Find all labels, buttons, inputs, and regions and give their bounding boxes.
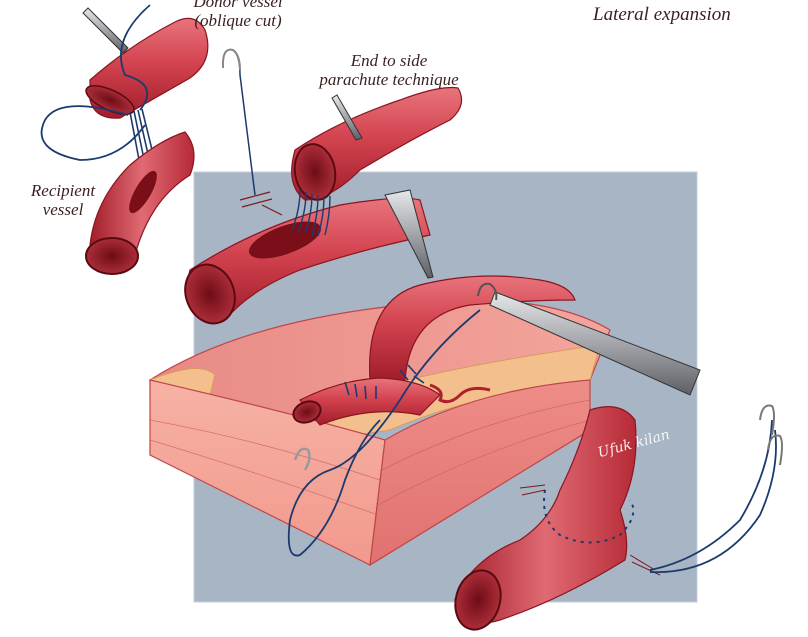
figure-title: Lateral expansion <box>593 4 731 25</box>
suture-thread-far-right <box>649 419 777 573</box>
recipient-vessel-label-line1: Recipient <box>30 181 96 200</box>
parachute-sutures-center <box>291 189 331 237</box>
donor-vessel-label: Donor vessel (oblique cut) <box>178 0 298 30</box>
suture-thread-tissue <box>287 309 481 557</box>
suture-thread-top-left <box>40 4 151 161</box>
completed-vessel-lumen <box>454 569 502 631</box>
needle-holder-right-icon <box>489 291 701 396</box>
anastomosed-arch-vessel <box>292 275 576 426</box>
donor-vessel-label-line1: Donor vessel <box>193 0 283 11</box>
donor-vessel-label-line2: (oblique cut) <box>194 11 282 30</box>
donor-vessel-top-left <box>85 17 209 119</box>
donor-center-lumen <box>293 143 337 201</box>
needle-far-right-2-icon <box>767 434 783 466</box>
end-to-side-label-line1: End to side <box>350 51 428 70</box>
recipient-vessel-label: Recipient vessel <box>18 181 108 219</box>
recipient-center-arteriotomy <box>248 221 322 259</box>
needle-hook-icon <box>221 48 241 71</box>
end-to-side-label: End to side parachute technique <box>300 51 478 89</box>
completed-anastomosis-vessel <box>454 406 637 631</box>
end-to-side-label-line2: parachute technique <box>319 70 459 89</box>
tissue-side-face <box>369 379 591 567</box>
needle-far-right-1-icon <box>759 404 775 436</box>
recipient-vessel-label-line2: vessel <box>42 200 84 219</box>
suture-knot-center <box>239 191 283 216</box>
small-branch-vessels <box>429 383 491 404</box>
arch-vessel-lumen <box>292 400 322 424</box>
recipient-vessel-center <box>184 197 431 325</box>
recipient-center-lumen <box>184 263 236 325</box>
recipient-arteriotomy <box>129 170 157 214</box>
recipient-vessel-lumen <box>85 237 139 275</box>
needle-hook-right-icon <box>477 282 498 301</box>
forceps-center-top-icon <box>331 94 363 141</box>
anastomosis-suture-line <box>543 489 635 544</box>
anastomosis-sutures-center <box>344 364 425 400</box>
recipient-vessel-top-left <box>85 131 195 275</box>
suture-needle-tissue <box>293 447 311 471</box>
forceps-top-left-icon <box>82 7 129 54</box>
forceps-center-long-icon <box>384 189 434 279</box>
